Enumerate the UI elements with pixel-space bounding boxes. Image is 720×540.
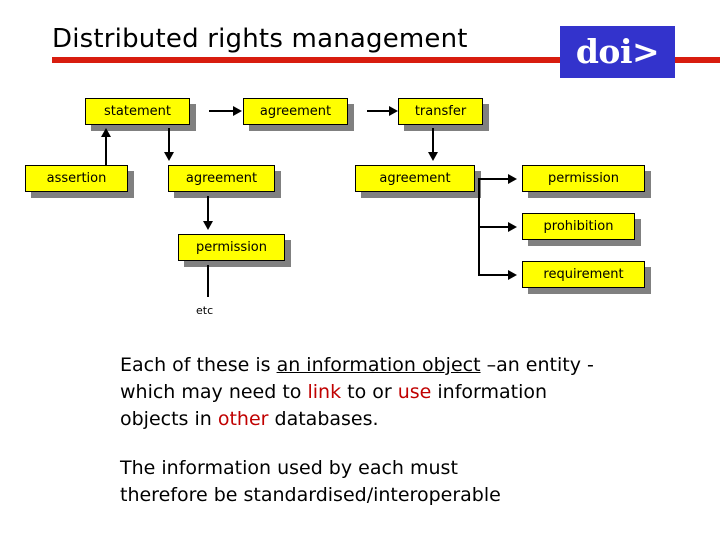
body-text-segment: Each of these is [120,354,277,376]
node-label: prohibition [543,219,614,234]
body-text-segment: –an entity - which may need to [120,354,594,403]
connector-branch-to-permission [478,178,510,180]
node-label: transfer [414,104,467,119]
connector-assertion-to-statement [105,135,107,165]
page-title: Distributed rights management [52,24,468,54]
arrowhead-agreement-to-transfer [389,106,398,116]
arrowhead-branch-to-requirement [508,270,517,280]
body-paragraph-1: Each of these is an information object –… [120,352,620,433]
body-line: therefore be standardised/interoperable [120,484,501,506]
arrowhead-transfer-to-agreement [428,152,438,161]
node-statement[interactable]: statement [85,98,190,125]
arrowhead-agreement-to-permission [203,221,213,230]
doi-logo: doi> [560,26,675,78]
body-text-segment: databases. [268,408,379,430]
body-text-underlined: an information object [276,354,481,376]
body-text-segment: information objects in [120,381,548,430]
body-text-highlight-link: link [307,381,342,403]
arrowhead-branch-to-prohibition [508,222,517,232]
node-label: assertion [46,171,107,186]
node-transfer[interactable]: transfer [398,98,483,125]
etc-label: etc [196,304,214,317]
body-text-highlight-use: use [397,381,432,403]
body-text-segment: to or [341,381,398,403]
node-prohibition[interactable]: prohibition [522,213,635,240]
node-assertion[interactable]: assertion [25,165,128,192]
body-text-highlight-other: other [217,408,269,430]
node-label: permission [548,171,619,186]
connector-transfer-to-agreement [432,128,434,156]
node-requirement[interactable]: requirement [522,261,645,288]
node-agreement-mid-left[interactable]: agreement [168,165,275,192]
node-permission-right[interactable]: permission [522,165,645,192]
node-agreement-mid-right[interactable]: agreement [355,165,475,192]
node-label: statement [104,104,171,119]
connector-permission-to-etc [207,265,209,297]
node-label: agreement [259,104,332,119]
connector-agreement-to-permission [207,196,209,224]
connector-agreement-to-transfer [367,110,391,112]
node-label: agreement [379,171,451,186]
node-label: agreement [185,171,258,186]
connector-branch-to-prohibition [478,226,510,228]
node-label: permission [196,240,267,255]
arrowhead-assertion-to-statement [101,128,111,137]
node-permission-left[interactable]: permission [178,234,285,261]
arrowhead-statement-to-agreement [233,106,242,116]
connector-statement-to-agreement [209,110,235,112]
body-paragraph-2: The information used by each must theref… [120,455,620,509]
title-underline-rule [52,57,720,63]
arrowhead-statement-to-agreement-mid [164,152,174,161]
node-agreement-top[interactable]: agreement [243,98,348,125]
arrowhead-branch-to-permission [508,174,517,184]
connector-statement-to-agreement-mid [168,128,170,156]
body-line: The information used by each must [120,457,458,479]
connector-branch-to-requirement [478,274,510,276]
node-label: requirement [543,267,624,282]
